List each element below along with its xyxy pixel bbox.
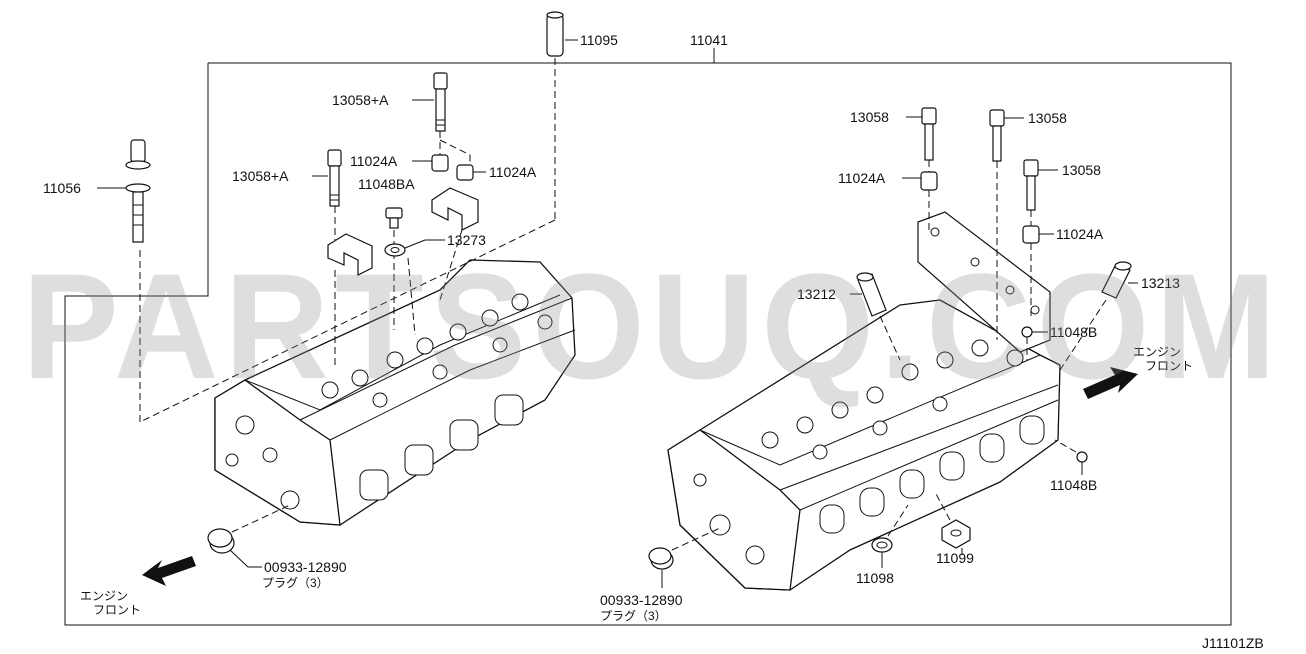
- callout-11048ba: 11048BA: [358, 176, 415, 192]
- engine-front-arrow-right: エンジン フロント: [1083, 345, 1193, 399]
- callout-13212: 13212: [797, 286, 836, 302]
- part-11048b-plug-lower[interactable]: [1076, 451, 1088, 463]
- engine-front-arrow-left: エンジン フロント: [80, 556, 196, 617]
- part-11048ba-plug[interactable]: [385, 207, 403, 229]
- watermark: PARTSOUQ.COM: [22, 242, 1282, 410]
- part-11098-seal[interactable]: [871, 537, 893, 553]
- callout-plug-right-number: 00933-12890: [600, 592, 683, 608]
- plug-left[interactable]: [207, 528, 235, 554]
- engine-front-arrow-right-line2: フロント: [1145, 359, 1193, 373]
- part-11095-pin[interactable]: [546, 11, 564, 57]
- callout-11024a-left-2: 11024A: [489, 164, 537, 180]
- assembly-frame: [64, 62, 1232, 626]
- callout-plug-left-number: 00933-12890: [264, 559, 347, 575]
- engine-front-arrow-left-line2: フロント: [93, 603, 141, 617]
- cam-cap-left-1[interactable]: [431, 187, 479, 231]
- engine-front-arrow-left-line1: エンジン: [80, 589, 128, 603]
- part-11024a-left-sleeve-1[interactable]: [431, 154, 449, 172]
- callout-13058-right-3: 13058: [1062, 162, 1101, 178]
- part-13273-washer[interactable]: [384, 243, 406, 257]
- callout-13058a-mid: 13058+A: [232, 168, 289, 184]
- cylinder-head-left[interactable]: [214, 259, 576, 526]
- callout-13058a-top: 13058+A: [332, 92, 389, 108]
- callout-11098: 11098: [856, 570, 894, 586]
- callout-11024a-right-1: 11024A: [838, 170, 886, 186]
- callout-11024a-right-2: 11024A: [1056, 226, 1104, 242]
- part-11024a-right-sleeve-2[interactable]: [1022, 225, 1040, 244]
- callout-11056: 11056: [43, 180, 81, 196]
- part-11024a-right-sleeve-1[interactable]: [920, 171, 938, 191]
- cylinder-head-right[interactable]: [667, 211, 1061, 591]
- plug-right[interactable]: [648, 547, 674, 570]
- diagram-code: J11101ZB: [1202, 635, 1264, 651]
- callout-13213: 13213: [1141, 275, 1180, 291]
- cam-cap-left-2[interactable]: [327, 233, 373, 276]
- part-13058a-top-bolt[interactable]: [433, 72, 448, 132]
- callout-11099: 11099: [936, 550, 974, 566]
- callout-13058-right-1: 13058: [850, 109, 889, 125]
- callout-13273: 13273: [447, 232, 486, 248]
- callout-11041: 11041: [690, 32, 728, 48]
- part-11024a-left-sleeve-2[interactable]: [456, 164, 474, 181]
- part-13058a-mid-bolt[interactable]: [327, 149, 342, 207]
- callout-plug-left-desc: プラグ（3）: [262, 576, 329, 590]
- callout-plug-right-desc: プラグ（3）: [600, 609, 667, 623]
- callout-11048b-lower: 11048B: [1050, 477, 1097, 493]
- callout-13058-right-2: 13058: [1028, 110, 1067, 126]
- part-11056-bolt[interactable]: [125, 139, 151, 243]
- callout-11095: 11095: [580, 32, 618, 48]
- callout-11024a-left-1: 11024A: [350, 153, 398, 169]
- engine-front-arrow-right-line1: エンジン: [1133, 345, 1181, 359]
- part-11099-nut[interactable]: [941, 519, 971, 549]
- part-13058-right-bolt-2[interactable]: [989, 109, 1005, 162]
- part-13058-right-bolt-1[interactable]: [921, 107, 937, 161]
- part-13212-sleeve[interactable]: [856, 272, 887, 317]
- part-13213-sleeve[interactable]: [1101, 261, 1132, 299]
- callout-11048b-upper: 11048B: [1050, 324, 1097, 340]
- part-13058-right-bolt-3[interactable]: [1023, 159, 1039, 211]
